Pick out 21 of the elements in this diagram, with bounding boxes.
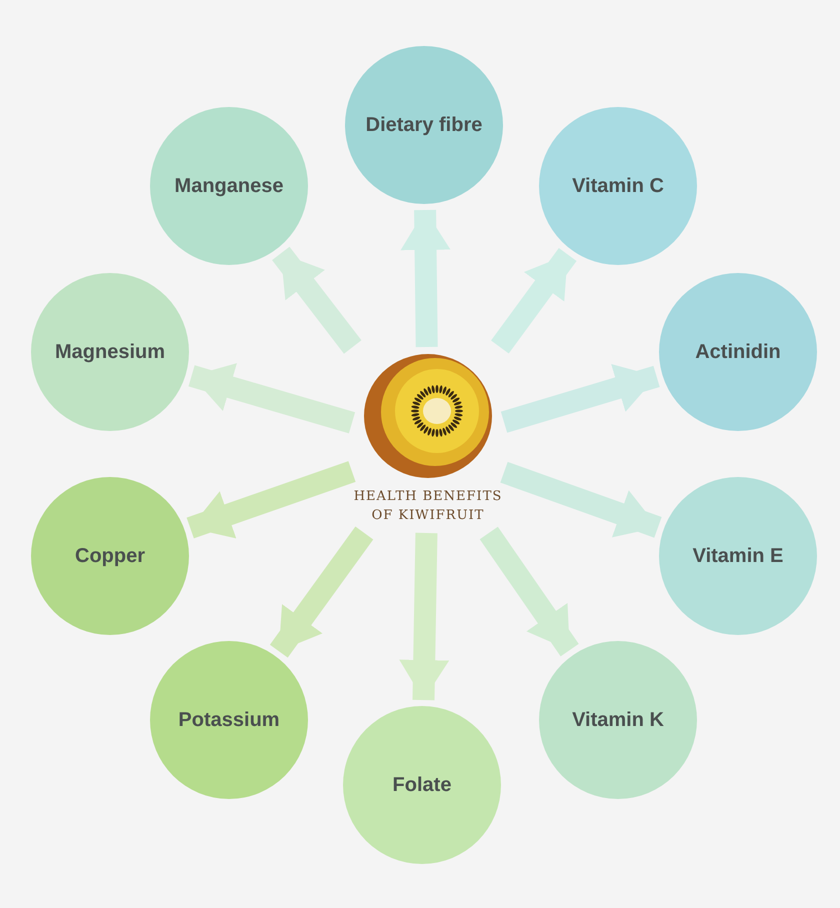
nutrient-label: Vitamin C [572, 174, 664, 198]
nutrient-label: Folate [392, 773, 452, 797]
arrow [500, 462, 662, 538]
nutrient-label: Actinidin [695, 340, 781, 364]
nutrient-label: Vitamin E [692, 544, 784, 568]
arrow [399, 532, 450, 700]
nutrient-label: Potassium [178, 708, 280, 732]
arrow [480, 526, 579, 656]
arrow [270, 526, 374, 658]
nutrient-label: Copper [75, 544, 145, 568]
nutrient-label: Magnesium [54, 340, 166, 364]
nutrient-label: Dietary fibre [366, 113, 482, 137]
title-text: HEALTH BENEFITS OF KIWIFRUIT [353, 488, 503, 525]
arrow [272, 246, 362, 354]
arrow [186, 461, 356, 538]
nutrient-label: Vitamin K [572, 708, 664, 732]
nutrient-label: Manganese [174, 174, 284, 198]
arrow [188, 363, 356, 434]
arrow [491, 248, 577, 354]
arrow [400, 210, 451, 348]
arrow [500, 364, 660, 433]
